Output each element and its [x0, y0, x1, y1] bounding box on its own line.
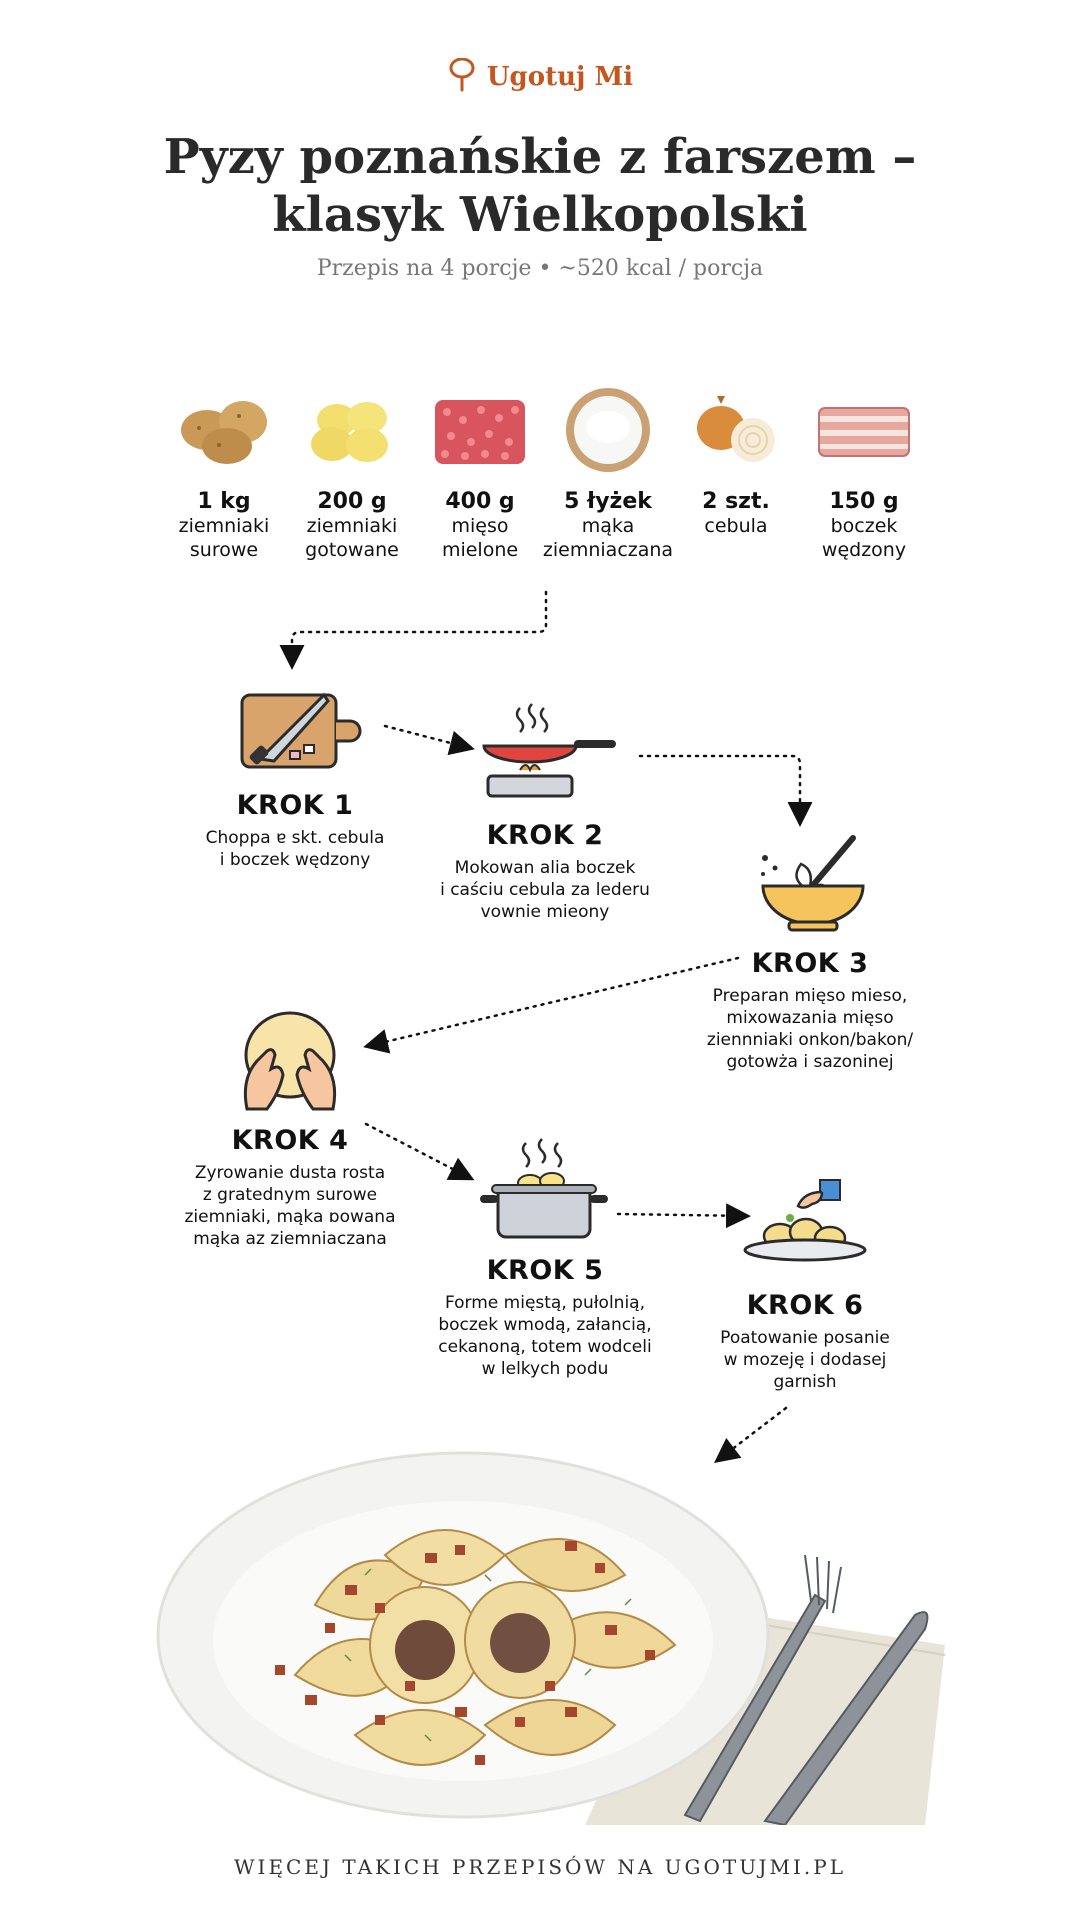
ingredient-item: 150 g boczek wędzony: [800, 385, 928, 562]
step-title: KROK 6: [746, 1290, 864, 1321]
bacon-icon: [809, 385, 919, 475]
ingredient-item: 1 kg ziemniaki surowe: [160, 385, 288, 562]
step-description: Mokowan alia boczek i caściu cebula za l…: [440, 858, 650, 922]
kneading-hands-icon: [215, 1005, 365, 1115]
ingredient-name: mąka ziemniaczana: [542, 515, 674, 561]
raw-potatoes-icon: [169, 385, 279, 475]
serving-plate-icon: [730, 1170, 880, 1280]
ingredient-amount: 400 g: [445, 489, 515, 514]
step-title: KROK 5: [486, 1255, 604, 1286]
ingredient-name: boczek wędzony: [821, 515, 907, 561]
brand-logo: Ugotuj Mi: [0, 57, 1080, 96]
onion-icon: [681, 385, 791, 475]
ingredient-item: 200 g ziemniaki gotowane: [288, 385, 416, 562]
step-4: KROK 4 Zyrowanie dusta rosta z gratednym…: [160, 1005, 420, 1250]
footer-link[interactable]: WIĘCEJ TAKICH PRZEPISÓW NA UGOTUJMI.PL: [233, 1855, 847, 1879]
step-description: Poatowanie posanie w mozeję i dodasej ga…: [720, 1328, 890, 1392]
step-description: Choppa ɐ skt. cebula i boczek wędzony: [205, 828, 385, 870]
step-6: KROK 6 Poatowanie posanie w mozeję i dod…: [680, 1170, 930, 1393]
ingredient-item: 5 łyżek mąka ziemniaczana: [543, 385, 673, 562]
frying-pan-icon: [470, 700, 620, 810]
step-5: KROK 5 Forme mięstą, pułolnią, boczek wm…: [410, 1135, 680, 1380]
step-title: KROK 4: [231, 1125, 349, 1156]
brand-name: Ugotuj Mi: [486, 62, 634, 92]
recipe-title: Pyzy poznańskie z farszem – klasyk Wielk…: [163, 129, 917, 243]
step-title: KROK 2: [486, 820, 604, 851]
ingredient-amount: 150 g: [829, 489, 899, 514]
ingredient-name: ziemniaki gotowane: [305, 515, 399, 561]
ingredient-amount: 2 szt.: [702, 489, 770, 514]
flour-bowl-icon: [553, 385, 663, 475]
cooking-pot-icon: [470, 1135, 620, 1245]
cutting-board-icon: [220, 670, 370, 780]
ingredients-list: 1 kg ziemniaki surowe 200 g ziemniaki go…: [160, 385, 920, 562]
step-title: KROK 1: [236, 790, 354, 821]
boiled-potatoes-icon: [297, 385, 407, 475]
ingredient-amount: 5 łyżek: [564, 489, 652, 514]
ingredient-name: ziemniaki surowe: [178, 515, 270, 561]
ingredient-name: cebula: [704, 515, 768, 537]
step-description: Preparan mięso mieso, mixowazania mięso …: [706, 986, 914, 1072]
ingredient-amount: 200 g: [317, 489, 387, 514]
dumplings-plate-icon: [125, 1445, 965, 1827]
minced-meat-icon: [425, 385, 535, 475]
step-description: Zyrowanie dusta rosta z gratednym surowe…: [184, 1163, 396, 1249]
ingredient-amount: 1 kg: [197, 489, 251, 514]
step-1: KROK 1 Choppa ɐ skt. cebula i boczek węd…: [170, 670, 420, 871]
step-2: KROK 2 Mokowan alia boczek i caściu cebu…: [420, 700, 670, 923]
ingredient-name: mięso mielone: [441, 515, 519, 561]
step-title: KROK 3: [751, 948, 869, 979]
ingredient-item: 2 szt. cebula: [672, 385, 800, 562]
step-3: KROK 3 Preparan mięso mieso, mixowazania…: [670, 828, 950, 1073]
recipe-subtitle: Przepis na 4 porcje • ~520 kcal / porcja: [316, 256, 764, 281]
spoon-icon: [447, 57, 477, 96]
mixing-bowl-icon: [735, 828, 885, 938]
ingredient-item: 400 g mięso mielone: [416, 385, 544, 562]
step-description: Forme mięstą, pułolnią, boczek wmodą, za…: [438, 1293, 652, 1379]
